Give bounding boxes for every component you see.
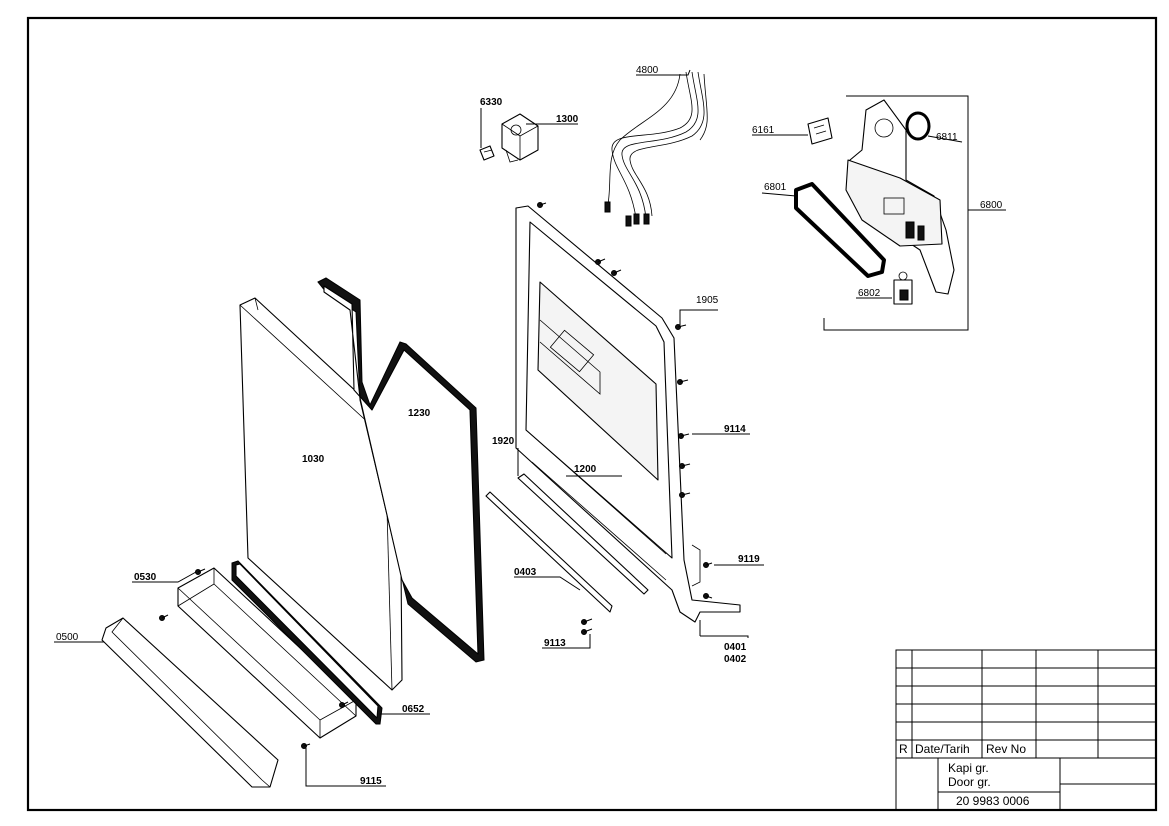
part-label-9113: 9113 <box>544 638 566 649</box>
part-label-1230: 1230 <box>408 408 431 419</box>
part-label-0652: 0652 <box>402 704 425 715</box>
part-drawing-1300 <box>501 113 539 163</box>
screw-icon-o <box>581 618 593 625</box>
screw-icon-f <box>678 433 690 439</box>
part-drawing-1920 <box>517 473 649 595</box>
part-label-0402: 0402 <box>724 654 747 665</box>
drawing-frame <box>26 16 1158 812</box>
screw-icon-a <box>537 202 547 208</box>
part-drawing-0500 <box>101 617 279 788</box>
part-label-1920: 1920 <box>492 436 515 447</box>
screw-icon-e <box>677 379 689 385</box>
part-label-6800: 6800 <box>980 200 1003 211</box>
part-label-9115: 9115 <box>360 776 382 787</box>
part-label-9119: 9119 <box>738 554 760 565</box>
title-block: R Date/Tarih Rev No Kapi gr. Door gr. 20… <box>895 649 1157 811</box>
title-line-turkish: Kapi gr. <box>948 761 989 775</box>
part-label-9114: 9114 <box>724 424 746 435</box>
drawing-number: 20 9983 0006 <box>956 794 1030 808</box>
part-label-1200: 1200 <box>574 464 597 475</box>
revision-column-header: Rev No <box>986 742 1026 756</box>
screw-icon-b <box>595 258 606 265</box>
part-label-0403: 0403 <box>514 567 537 578</box>
screw-icon-n <box>301 743 311 749</box>
part-drawing-6800 <box>845 99 955 295</box>
part-label-6811: 6811 <box>936 132 958 143</box>
screw-icon-l <box>159 614 169 621</box>
part-drawing-0530 <box>177 567 357 739</box>
part-label-0530: 0530 <box>134 572 157 583</box>
part-drawing-6811 <box>905 111 931 141</box>
part-drawing-6801 <box>794 182 886 278</box>
revision-marker: R <box>899 742 908 756</box>
part-label-6801: 6801 <box>764 182 787 193</box>
screws-group <box>159 202 713 749</box>
part-drawing-1200 <box>515 205 741 623</box>
screw-icon-g <box>679 463 691 469</box>
date-column-header: Date/Tarih <box>915 742 970 756</box>
part-label-1030: 1030 <box>302 454 325 465</box>
screw-icon-p <box>581 628 593 635</box>
part-drawing-4800 <box>604 71 708 227</box>
screw-icon-h <box>679 492 691 498</box>
title-line-english: Door gr. <box>948 775 991 789</box>
part-label-6161: 6161 <box>752 125 775 136</box>
screw-icon-i <box>703 562 713 568</box>
part-drawing-6802 <box>893 271 913 305</box>
part-drawing-6330 <box>479 145 495 161</box>
part-labels: 4800 6330 1300 6161 6811 6801 6800 6802 … <box>56 65 1003 787</box>
part-label-0401: 0401 <box>724 642 747 653</box>
part-drawing-0652 <box>231 560 383 725</box>
part-label-1905: 1905 <box>696 295 719 306</box>
part-label-4800: 4800 <box>636 65 659 76</box>
part-label-6802: 6802 <box>858 288 881 299</box>
part-label-6330: 6330 <box>480 97 503 108</box>
part-label-0500: 0500 <box>56 632 79 643</box>
leader-lines <box>54 69 1006 787</box>
part-label-1300: 1300 <box>556 114 579 125</box>
screw-icon-j <box>703 593 713 599</box>
part-drawing-0403 <box>485 491 613 613</box>
screw-icon-m <box>339 701 349 708</box>
part-drawing-1230 <box>317 277 485 663</box>
screw-icon-d <box>675 324 687 330</box>
screw-icon-c <box>611 269 622 276</box>
part-drawing-6161 <box>807 117 833 145</box>
